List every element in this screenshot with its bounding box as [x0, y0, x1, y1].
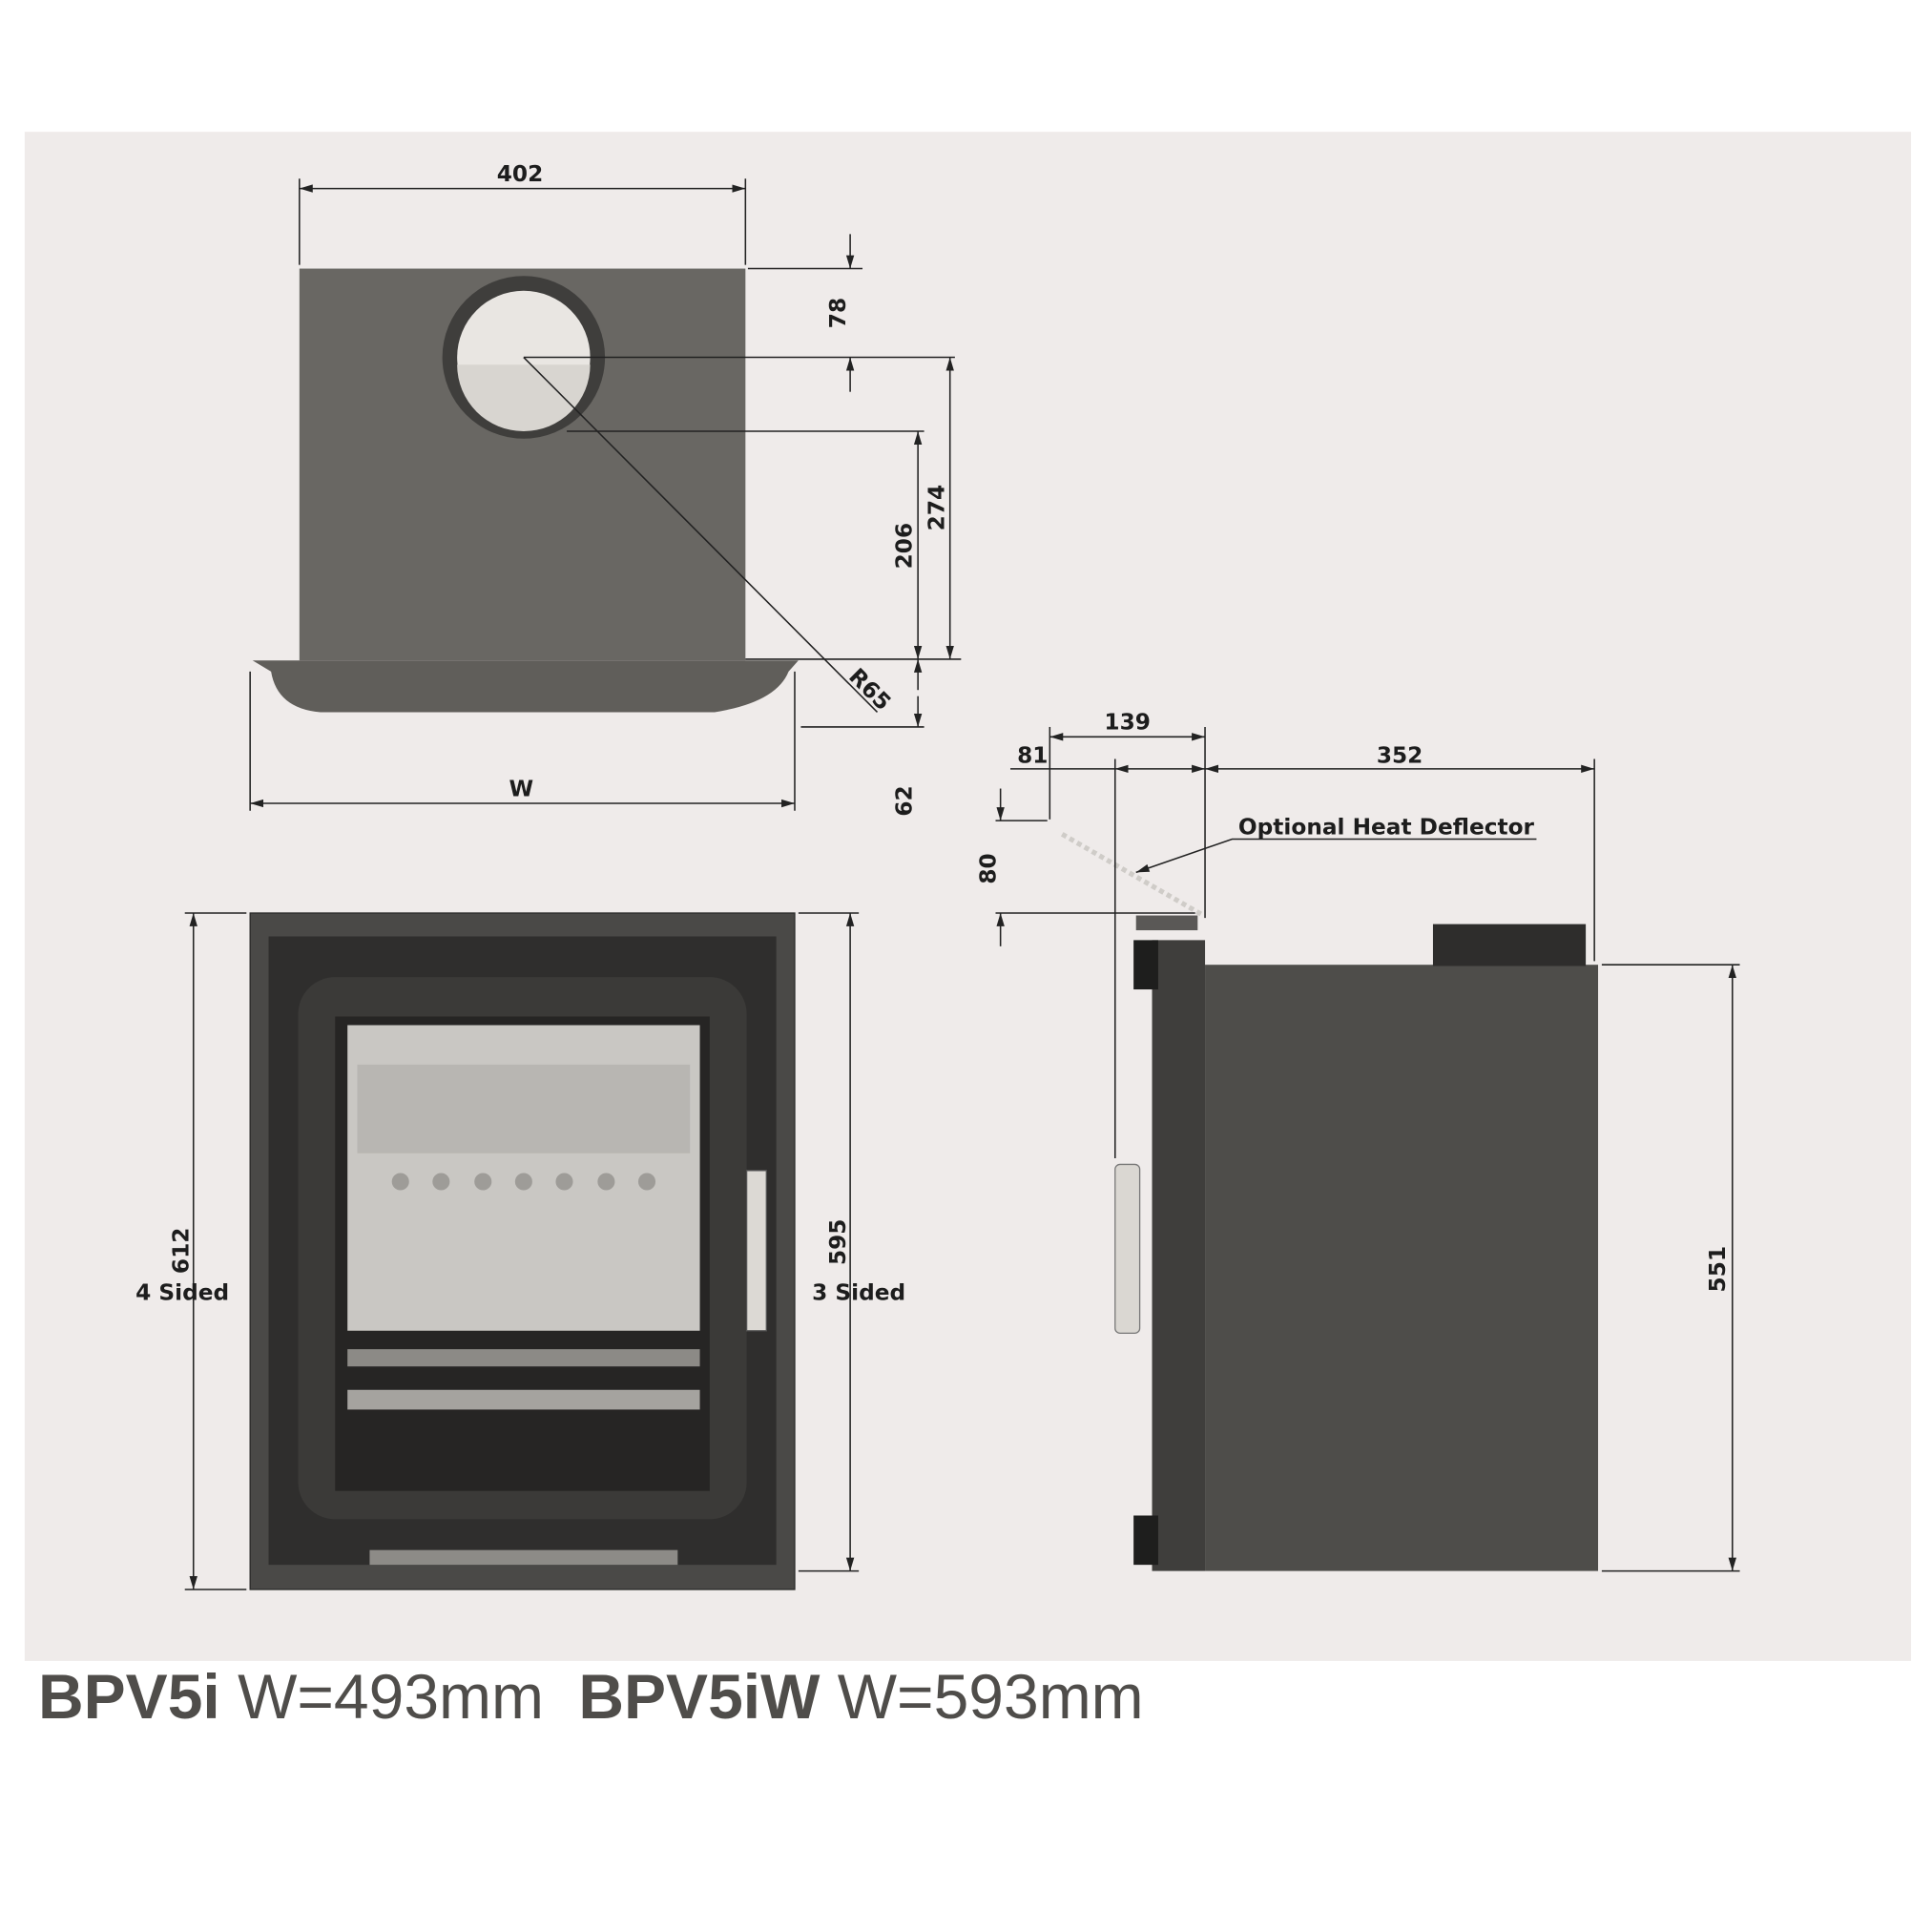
dim-402: 402	[497, 161, 543, 187]
front-view: 612 4 Sided 595 3 Sided	[135, 912, 905, 1590]
dim-w: W	[509, 776, 533, 801]
dim-274: 274	[924, 485, 949, 531]
heat-deflector	[1060, 832, 1203, 917]
dim-62: 62	[892, 785, 918, 816]
door-handle	[745, 1170, 767, 1332]
label-3-sided: 3 Sided	[812, 1279, 905, 1305]
dim-551: 551	[1705, 1246, 1731, 1293]
model-1-width: W=493mm	[238, 1661, 545, 1732]
model-1-name: BPV5i	[38, 1661, 220, 1732]
dim-206: 206	[892, 523, 918, 570]
side-view: 139 81 352 80 Optional Heat Deflector 55…	[975, 710, 1740, 1572]
top-view: 402 78 206 274 62 R65 W	[249, 161, 962, 817]
dim-81: 81	[1017, 742, 1048, 768]
heat-deflector-label: Optional Heat Deflector	[1238, 814, 1535, 840]
flue-collar	[1432, 924, 1587, 966]
side-handle	[1114, 1163, 1141, 1334]
dim-139: 139	[1104, 710, 1151, 736]
model-2-width: W=593mm	[837, 1661, 1144, 1732]
model-2-name: BPV5iW	[578, 1661, 821, 1732]
dim-78: 78	[825, 298, 851, 328]
dim-595: 595	[825, 1219, 851, 1266]
dim-352: 352	[1377, 742, 1423, 768]
dim-80: 80	[975, 853, 1001, 883]
model-caption: BPV5i W=493mm BPV5iW W=593mm	[38, 1660, 1161, 1733]
label-4-sided: 4 Sided	[135, 1279, 229, 1305]
dim-612: 612	[169, 1228, 195, 1275]
